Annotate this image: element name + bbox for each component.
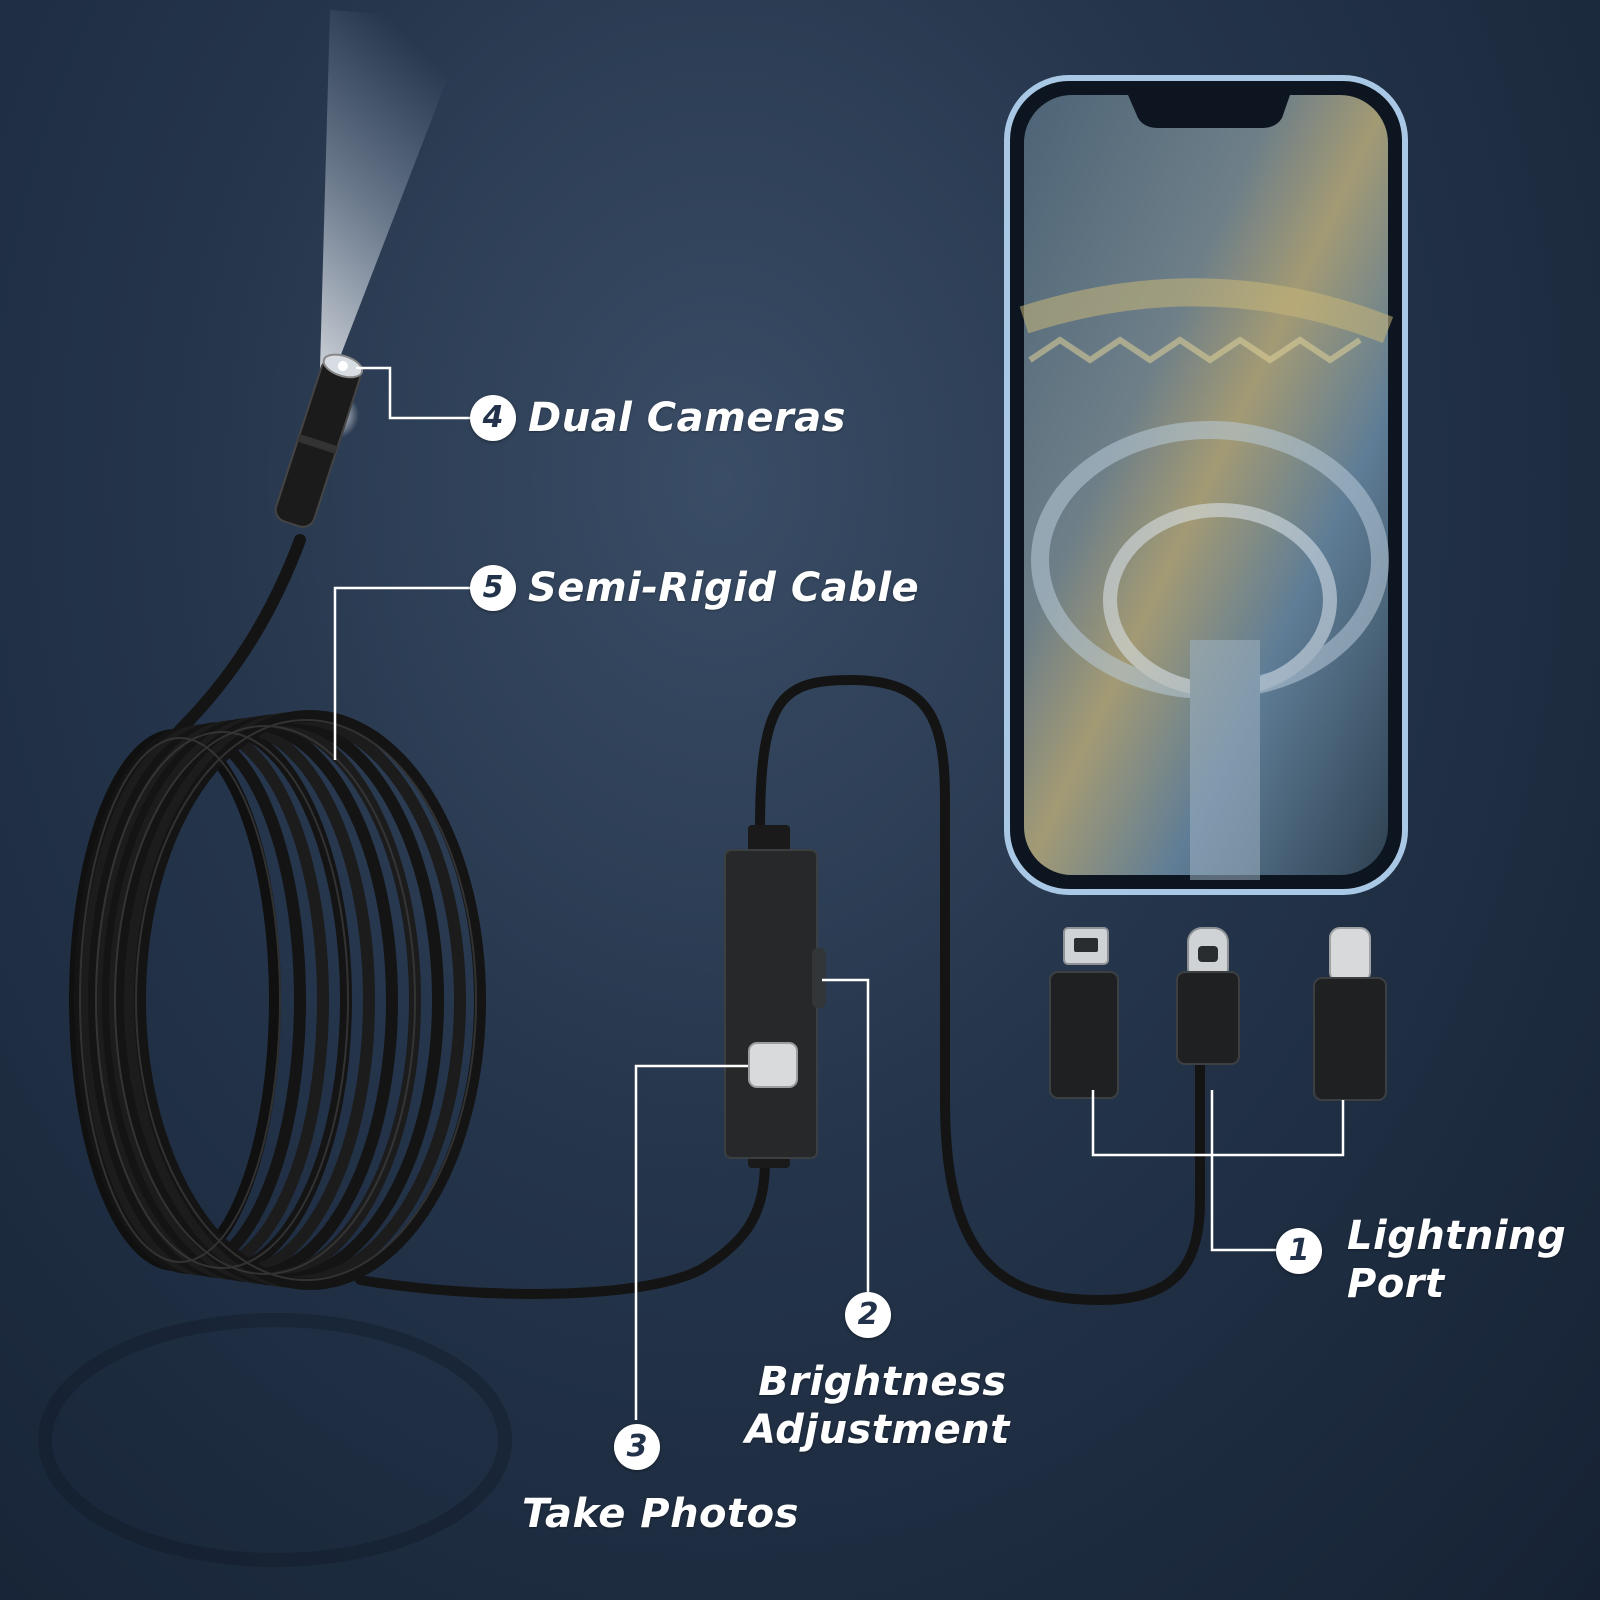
callout-label-take-photos: Take Photos xyxy=(522,1491,799,1537)
callout-badge-2: 2 xyxy=(845,1292,891,1338)
callout-badge-4: 4 xyxy=(470,395,516,441)
control-box xyxy=(724,825,826,1168)
leader-5 xyxy=(333,586,470,760)
coil-reflection xyxy=(38,1313,512,1567)
usb-c-connector-icon xyxy=(1176,927,1240,1065)
callout-label-lightning-port: Lightning Port xyxy=(1347,1212,1566,1308)
light-beam xyxy=(320,10,470,370)
callout-label-brightness-adjustment: Brightness Adjustment xyxy=(745,1358,1010,1454)
callout-2-line-2: Adjustment xyxy=(745,1407,1010,1453)
control-loop-cable xyxy=(755,674,1205,1306)
coil-to-control-cable xyxy=(355,1155,770,1299)
camera-cable xyxy=(174,534,306,736)
callout-badge-5: 5 xyxy=(470,565,516,611)
leader-4 xyxy=(356,366,470,420)
micro-usb-connector-icon xyxy=(1049,927,1119,1099)
dual-camera-head-icon xyxy=(274,353,364,528)
callout-2-line-1: Brightness xyxy=(758,1359,1007,1405)
callout-1-line-1: Lightning xyxy=(1347,1213,1567,1259)
callout-1-line-2: Port xyxy=(1347,1261,1445,1307)
callout-label-semi-rigid-cable: Semi-Rigid Cable xyxy=(528,565,920,611)
callout-badge-1: 1 xyxy=(1276,1228,1322,1274)
coil-highlights xyxy=(79,719,477,1281)
callout-badge-3: 3 xyxy=(614,1424,660,1470)
callout-leaders xyxy=(333,366,1345,1420)
smartphone-icon xyxy=(1004,75,1408,895)
leader-1 xyxy=(1091,1090,1345,1252)
callout-label-dual-cameras: Dual Cameras xyxy=(528,395,846,441)
leader-2 xyxy=(822,978,870,1292)
lightning-connector-icon xyxy=(1313,927,1387,1101)
leader-3 xyxy=(634,1064,748,1420)
